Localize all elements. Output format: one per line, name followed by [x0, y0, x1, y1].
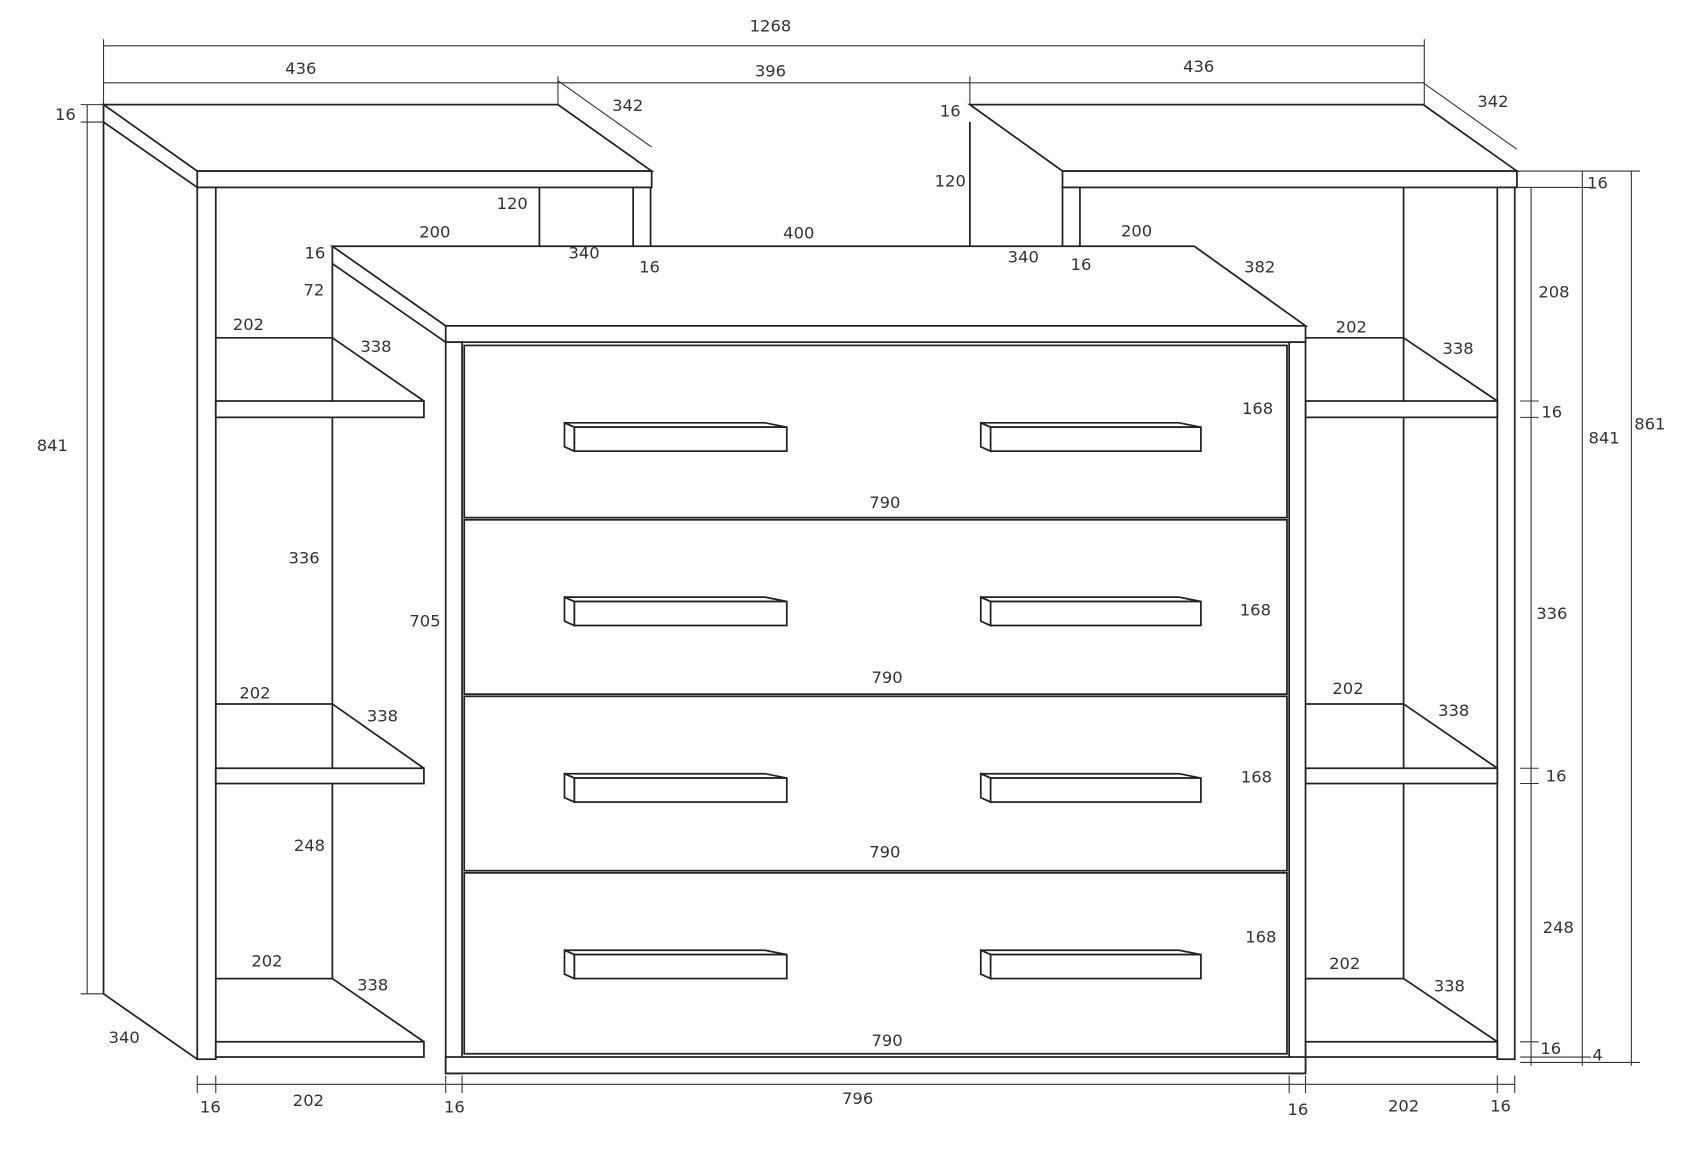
- dim-label: 4: [1592, 1045, 1602, 1064]
- dim-label: 396: [755, 61, 786, 80]
- dim-label: 16: [444, 1098, 465, 1117]
- drawer-handle[interactable]: [979, 948, 1202, 980]
- drawer-handle[interactable]: [979, 421, 1202, 453]
- dim-label: 790: [869, 843, 900, 862]
- dim-label: 841: [37, 436, 68, 455]
- dim-label: 16: [1540, 1039, 1561, 1058]
- dimension-labels: 1268 436 396 436 342 342 16 16 120 120 2…: [37, 17, 1666, 1119]
- drawer-handle[interactable]: [979, 772, 1202, 804]
- dim-label: 120: [935, 171, 966, 190]
- dim-label: 796: [842, 1089, 873, 1108]
- dim-label: 202: [293, 1091, 324, 1110]
- drawer-handle[interactable]: [563, 772, 788, 804]
- dim-label: 338: [357, 976, 388, 995]
- dim-label: 120: [497, 194, 528, 213]
- center-dresser: [329, 245, 1309, 1075]
- dim-label: 338: [1438, 701, 1469, 720]
- dim-label: 202: [251, 952, 282, 971]
- dim-label: 200: [419, 223, 450, 242]
- dim-label: 338: [367, 706, 398, 725]
- dim-label: 16: [1287, 1100, 1308, 1119]
- dim-label: 338: [360, 337, 391, 356]
- dim-label: 202: [1329, 954, 1360, 973]
- dim-label: 16: [55, 105, 76, 124]
- dim-label: 16: [200, 1098, 221, 1117]
- dim-label: 1268: [750, 17, 792, 36]
- dim-label: 336: [288, 548, 319, 567]
- dim-label: 16: [305, 243, 326, 262]
- drawer-handle[interactable]: [563, 421, 788, 453]
- dim-label: 790: [871, 668, 902, 687]
- dim-label: 436: [1183, 57, 1214, 76]
- dim-label: 16: [1071, 255, 1092, 274]
- dim-label: 16: [940, 102, 961, 121]
- dim-label: 200: [1121, 221, 1152, 240]
- dim-label: 208: [1538, 282, 1569, 301]
- dim-label: 861: [1634, 414, 1665, 433]
- dim-label: 336: [1536, 604, 1567, 623]
- dim-label: 400: [783, 224, 814, 243]
- dim-label: 338: [1434, 977, 1465, 996]
- dim-label: 790: [871, 1031, 902, 1050]
- dim-label: 340: [569, 243, 600, 262]
- dim-label: 248: [294, 836, 325, 855]
- dim-label: 202: [1336, 317, 1367, 336]
- dim-label: 436: [285, 59, 316, 78]
- dim-label: 16: [1490, 1097, 1511, 1116]
- dim-label: 338: [1442, 339, 1473, 358]
- dim-label: 16: [639, 257, 660, 276]
- dim-label: 168: [1245, 928, 1276, 947]
- drawer-handle[interactable]: [979, 595, 1202, 627]
- dim-label: 72: [303, 280, 324, 299]
- drawer-handle[interactable]: [563, 595, 788, 627]
- dim-label: 382: [1244, 257, 1275, 276]
- dim-label: 340: [109, 1028, 140, 1047]
- dim-label: 202: [233, 315, 264, 334]
- dim-label: 16: [1541, 402, 1562, 421]
- right-shelf-unit: [967, 103, 1520, 1061]
- dim-label: 168: [1240, 601, 1271, 620]
- dim-label: 168: [1241, 767, 1272, 786]
- dim-label: 16: [1546, 766, 1567, 785]
- dim-label: 705: [409, 612, 440, 631]
- drawer-handle[interactable]: [563, 948, 788, 980]
- dim-label: 202: [1388, 1097, 1419, 1116]
- dim-label: 202: [239, 684, 270, 703]
- dim-label: 790: [869, 493, 900, 512]
- dim-label: 340: [1008, 248, 1039, 267]
- dim-label: 16: [1587, 174, 1608, 193]
- dim-label: 342: [612, 96, 643, 115]
- dim-label: 202: [1332, 679, 1363, 698]
- dim-label: 841: [1589, 429, 1620, 448]
- dim-label: 248: [1543, 918, 1574, 937]
- dim-label: 168: [1242, 399, 1273, 418]
- dimension-lines: [80, 39, 1641, 1093]
- dim-label: 342: [1477, 92, 1508, 111]
